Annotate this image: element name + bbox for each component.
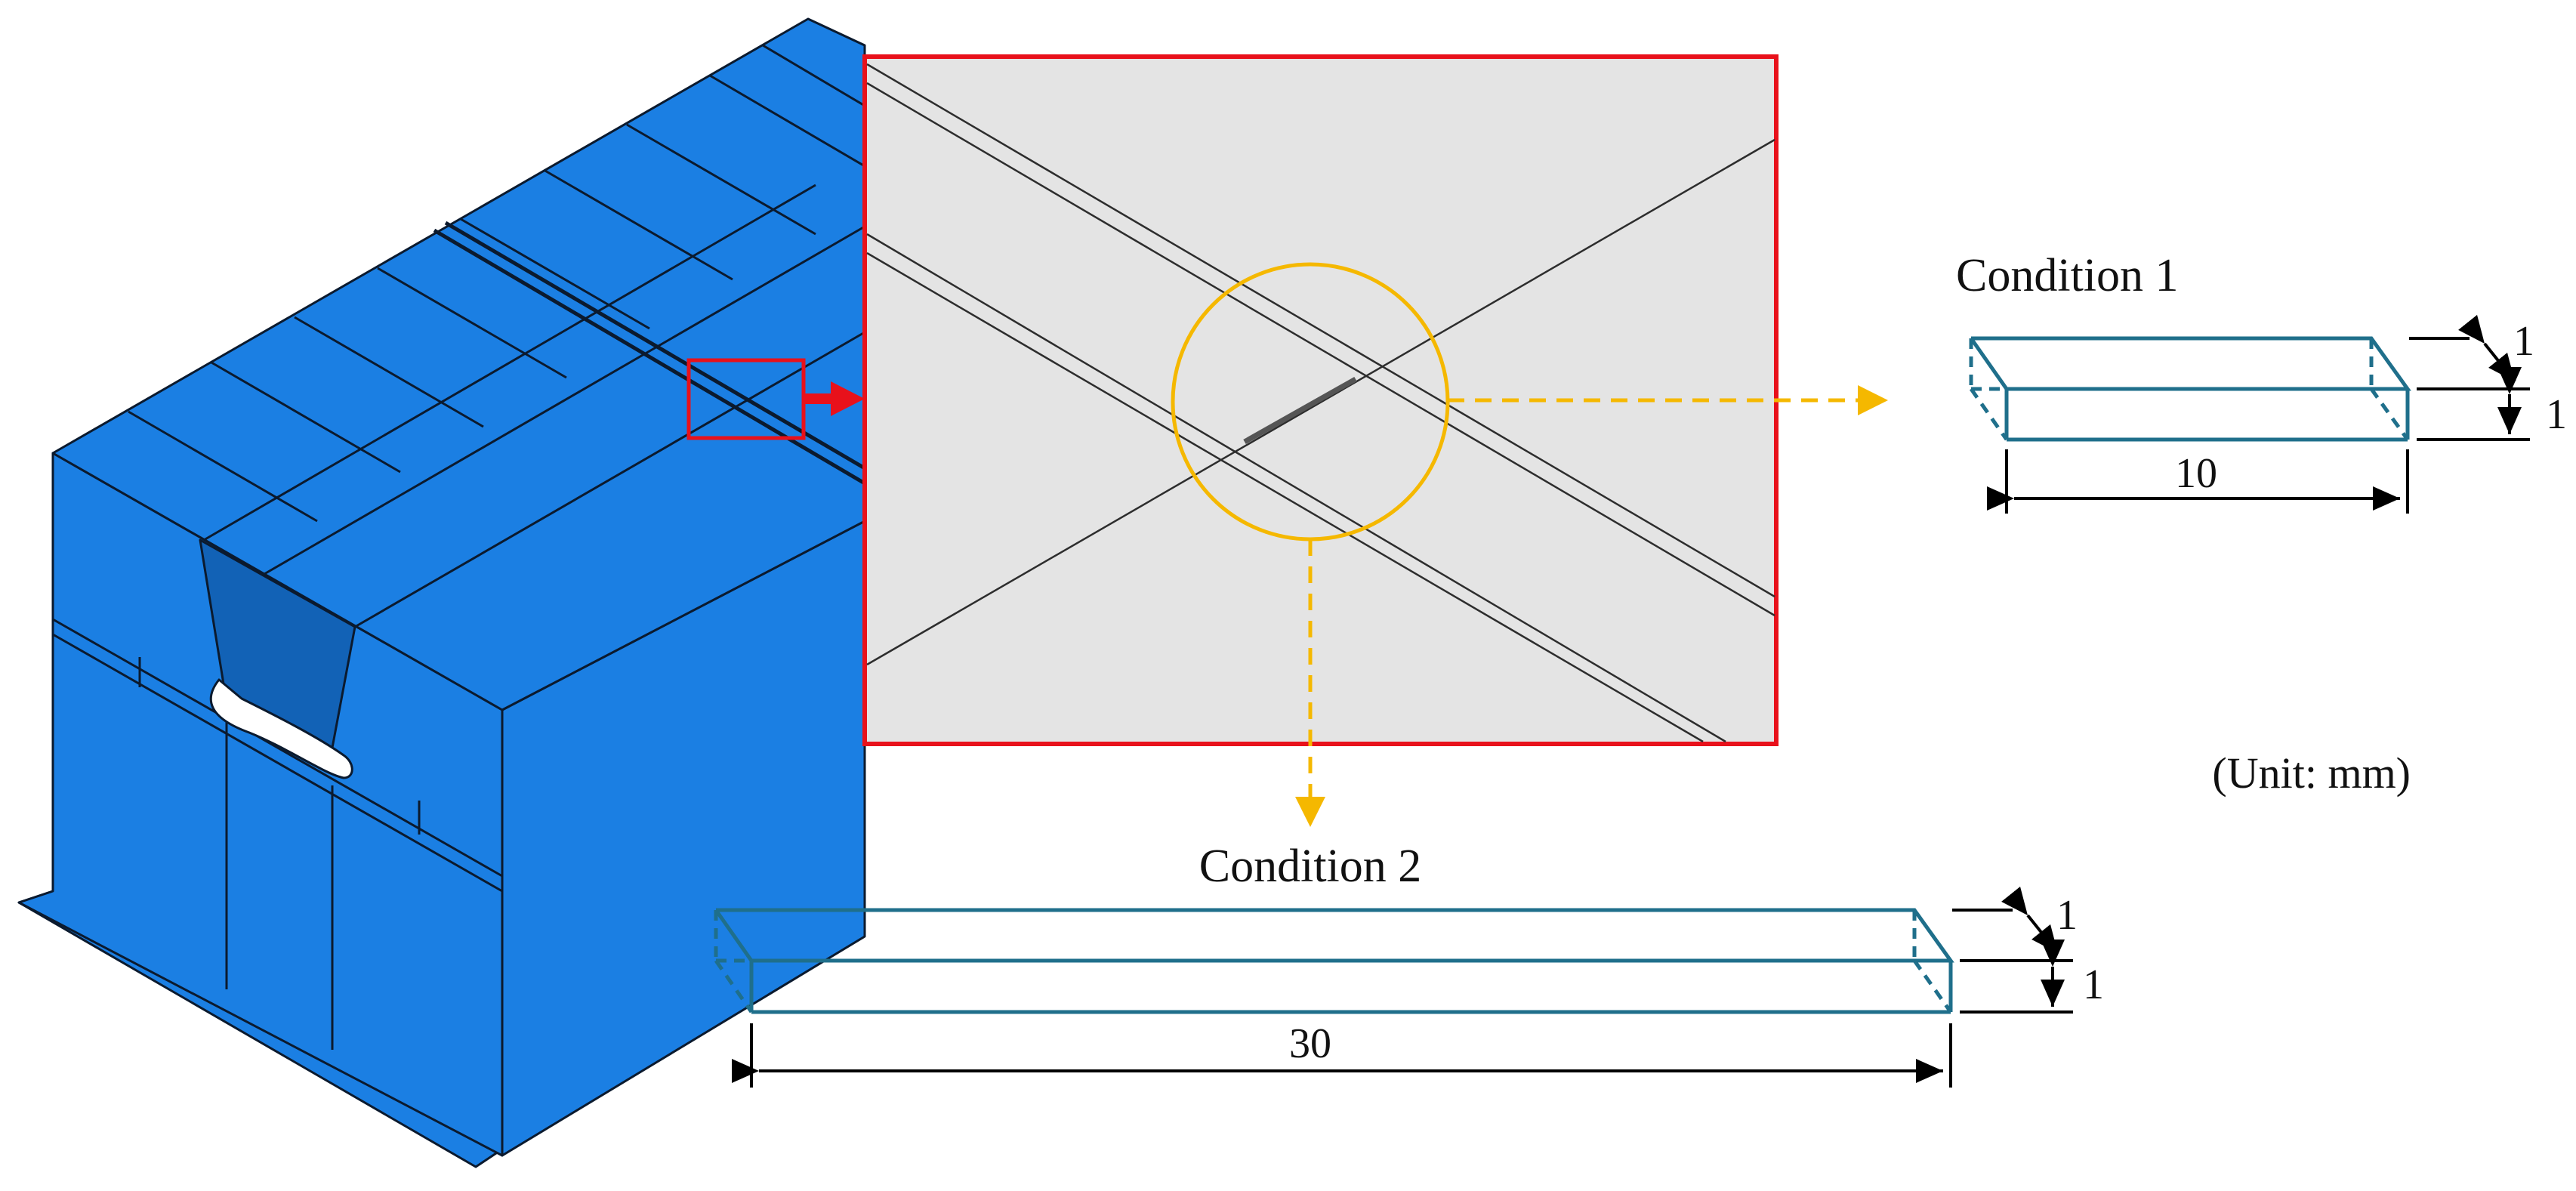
blue-structure-model (17, 17, 866, 1168)
deck-grid (128, 44, 865, 628)
unit-label: (Unit: mm) (2212, 748, 2411, 798)
condition1-title: Condition 1 (1956, 250, 2179, 301)
condition2-crack-box (714, 908, 1954, 1014)
condition2-depth-label: 1 (2083, 961, 2104, 1008)
condition1-dimensions (1987, 314, 2530, 514)
condition2-length-label: 30 (1289, 1020, 1331, 1067)
condition2-dimensions (732, 886, 2073, 1088)
condition2-width-label: 1 (2056, 892, 2078, 939)
condition2-title: Condition 2 (1199, 841, 1422, 892)
crack-segment (1243, 376, 1357, 445)
wall-panels (52, 618, 503, 1050)
zoom-arrow (804, 381, 865, 416)
condition1-crack-box (1969, 336, 2411, 442)
condition1-width-label: 1 (2513, 318, 2534, 365)
opening-hole (209, 678, 353, 779)
condition1-depth-label: 1 (2546, 391, 2567, 438)
condition1-length-label: 10 (2175, 450, 2217, 497)
weld-seam (433, 221, 866, 486)
